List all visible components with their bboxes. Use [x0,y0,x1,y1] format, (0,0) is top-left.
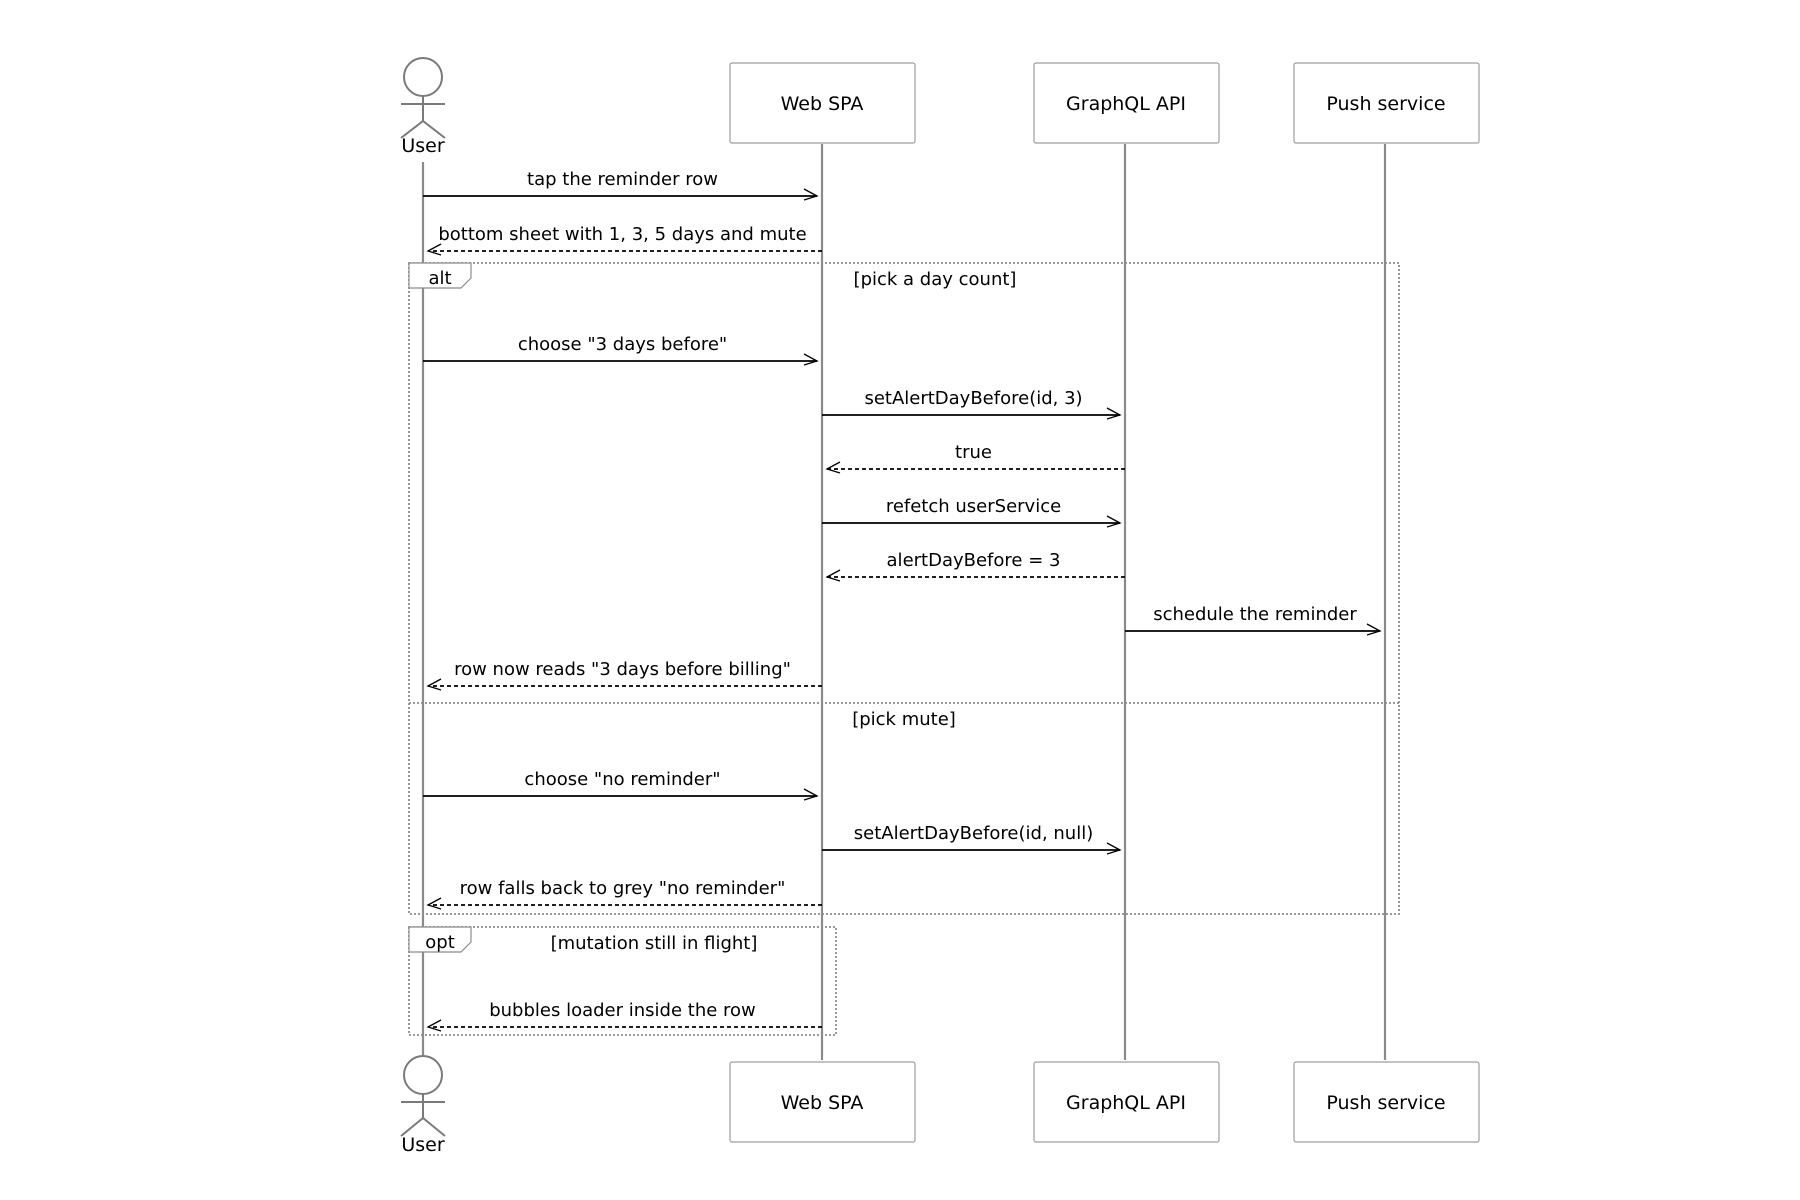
participant-label: Push service [1326,93,1445,115]
participant-graphql-api-bottom: GraphQL API [1033,1061,1220,1143]
arrowhead-icon [1106,407,1122,420]
user-actor-icon [400,57,446,139]
participant-label: GraphQL API [1066,1092,1186,1114]
participant-graphql-api-top: GraphQL API [1033,62,1220,144]
message: bubbles loader inside the row [426,1000,822,1032]
message-label: bottom sheet with 1, 3, 5 days and mute [438,224,806,245]
arrowhead-icon [1366,623,1382,636]
arrowhead-icon [1106,515,1122,528]
arrowhead-icon [1106,842,1122,855]
arrowhead-icon [803,188,819,201]
opt-condition: [mutation still in flight] [551,933,758,954]
alt-condition-day-count: [pick a day count] [854,269,1017,290]
participant-web-spa-bottom: Web SPA [729,1061,916,1143]
message-label: bubbles loader inside the row [489,1000,756,1021]
arrowhead-icon [825,569,841,582]
alt-condition-mute: [pick mute] [852,709,956,730]
message-label: refetch userService [886,496,1061,517]
message: tap the reminder row [423,169,819,201]
participant-label: Push service [1326,1092,1445,1114]
arrowhead-icon [426,897,442,910]
message-label: setAlertDayBefore(id, 3) [864,388,1082,409]
participant-user-bottom: User [400,1055,446,1156]
message-label: schedule the reminder [1153,604,1357,625]
participant-push-service-bottom: Push service [1293,1061,1480,1143]
message-label: row now reads "3 days before billing" [454,659,791,680]
message: setAlertDayBefore(id, 3) [822,388,1122,420]
participant-push-service-top: Push service [1293,62,1480,144]
alt-keyword: alt [428,268,451,289]
arrowhead-icon [426,1019,442,1032]
message: alertDayBefore = 3 [825,550,1125,582]
message: refetch userService [822,496,1122,528]
message: bottom sheet with 1, 3, 5 days and mute [426,224,822,256]
messages-layer: tap the reminder row bottom sheet with 1,… [423,169,1382,1032]
alt-label-tab [408,262,472,289]
user-actor-icon [400,1055,446,1137]
message: true [825,442,1125,474]
participant-web-spa-top: Web SPA [729,62,916,144]
message: row now reads "3 days before billing" [426,659,822,691]
message-label: choose "no reminder" [524,769,720,790]
opt-fragment: opt [mutation still in flight] [408,926,837,1036]
message-label: choose "3 days before" [518,334,727,355]
message-label: alertDayBefore = 3 [887,550,1061,571]
participant-label: GraphQL API [1066,93,1186,115]
participant-user-top: User [400,57,446,157]
arrowhead-icon [803,353,819,366]
participant-label: User [401,1134,444,1156]
opt-keyword: opt [425,932,455,953]
arrowhead-icon [426,678,442,691]
arrowhead-icon [825,461,841,474]
message-label: row falls back to grey "no reminder" [460,878,786,899]
alt-frame [408,262,1400,915]
arrowhead-icon [803,788,819,801]
alt-fragment: alt [pick a day count] [pick mute] [408,262,1400,915]
opt-label-tab [408,926,472,953]
message: schedule the reminder [1125,604,1382,636]
participant-label: Web SPA [781,1092,864,1114]
message: choose "3 days before" [423,334,819,366]
message: setAlertDayBefore(id, null) [822,823,1122,855]
message: choose "no reminder" [423,769,819,801]
message-label: tap the reminder row [527,169,718,190]
participant-label: Web SPA [781,93,864,115]
message-label: setAlertDayBefore(id, null) [854,823,1093,844]
message-label: true [955,442,992,463]
opt-frame [408,926,837,1036]
arrowhead-icon [426,243,442,256]
participant-label: User [401,135,444,157]
message: row falls back to grey "no reminder" [426,878,822,910]
